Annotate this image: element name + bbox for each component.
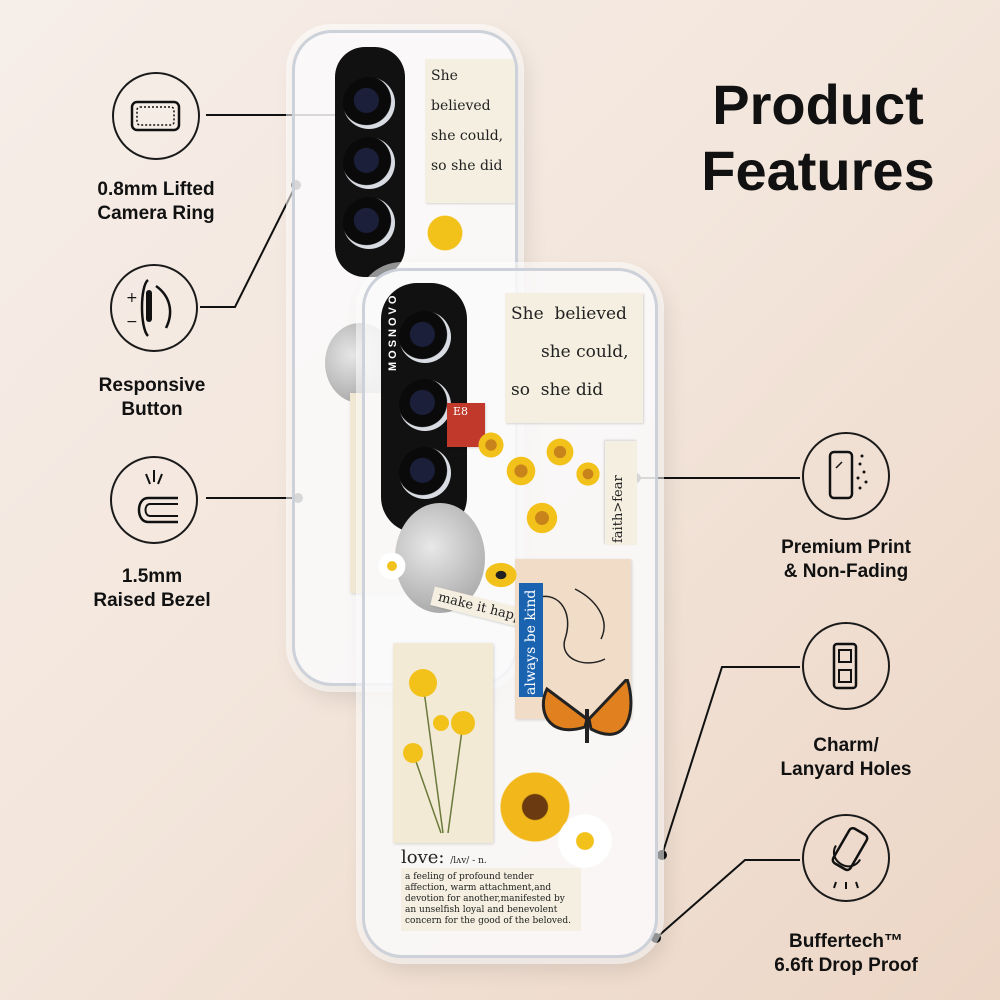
butterfly [537,676,637,769]
title-line1: Product [712,73,924,136]
feature-camera-ring-label: 0.8mm Lifted Camera Ring [97,179,215,224]
love-definition-text: a feeling of profound tender affection, … [401,868,581,931]
title-line2: Features [701,139,935,202]
daisy-large [555,811,615,871]
premium-print-icon [802,432,890,520]
quote-note: She believed she could, so she did [505,293,643,423]
camera-ring-icon [112,72,200,160]
phone-case-front: MOSNOVO E8 She believed she could, so sh… [362,268,658,958]
back-flowers [415,203,475,263]
yellow-flower-1 [477,431,505,459]
feature-bezel-label: 1.5mm Raised Bezel [93,566,211,611]
drop-proof-icon [802,814,890,902]
yellow-flower-3 [545,437,575,467]
love-word: love: [401,847,445,868]
svg-text:+: + [126,290,138,306]
brand-logo: MOSNOVO [387,292,399,371]
back-lens-3 [343,197,395,249]
feature-button-label: Responsive Button [98,375,206,420]
faith-tag: faith>fear [605,441,637,545]
front-lens-3 [399,447,451,499]
front-lens-2 [399,379,451,431]
page-title: Product Features [688,72,948,204]
svg-text:−: − [126,314,138,330]
love-phonetic: /lʌv/ - n. [450,856,487,866]
yellow-flower-2 [505,455,537,487]
back-lens-2 [343,137,395,189]
feature-holes-label: Charm/ Lanyard Holes [780,735,912,780]
feature-print-label: Premium Print & Non-Fading [781,537,911,582]
front-lens-1 [399,311,451,363]
wildflower-photo [393,643,493,843]
bee [483,561,519,589]
responsive-button-icon: +− [110,264,198,352]
lanyard-holes-icon [802,622,890,710]
feature-drop-label: Buffertech™ 6.6ft Drop Proof [774,931,918,976]
yellow-flower-5 [525,501,559,535]
daisy-small [377,551,407,581]
love-definition: love: /lʌv/ - n. a feeling of profound t… [401,847,581,931]
raised-bezel-icon [110,456,198,544]
back-quote-note: She believed she could, so she did [425,59,515,203]
back-lens-1 [343,77,395,129]
yellow-flower-4 [575,461,601,487]
